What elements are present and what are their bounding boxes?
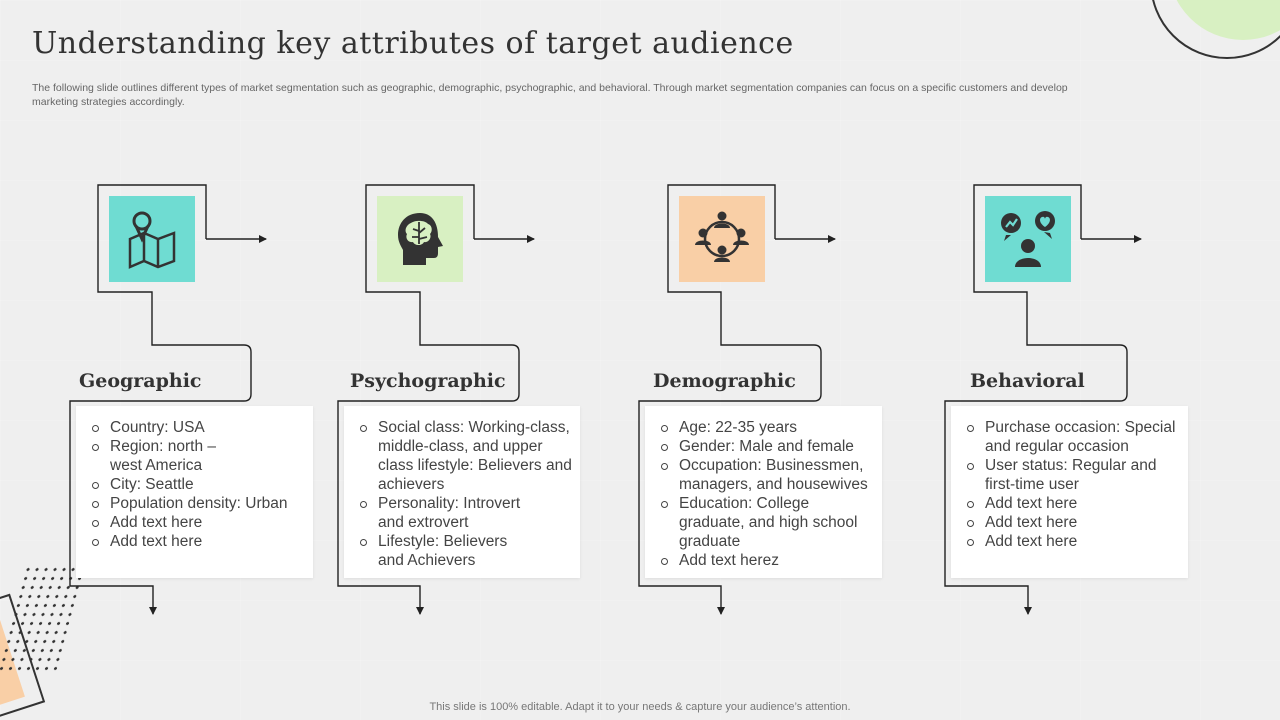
connector-path xyxy=(69,184,252,615)
connector-path xyxy=(638,184,822,615)
map-pin-icon xyxy=(128,211,176,269)
list-item: Add text here xyxy=(90,532,307,551)
head-brain-icon xyxy=(398,213,443,265)
list-item: Purchase occasion: Special and regular o… xyxy=(965,418,1182,456)
heading-geographic: Geographic xyxy=(79,370,202,392)
people-network-icon xyxy=(695,211,749,262)
list-item: User status: Regular and first-time user xyxy=(965,456,1182,494)
list-item: Add text here xyxy=(90,513,307,532)
card-behavioral: Purchase occasion: Special and regular o… xyxy=(951,406,1188,578)
connector-behavioral xyxy=(944,184,1142,615)
list-item: Education: College graduate, and high sc… xyxy=(659,494,876,551)
list-item: Add text here xyxy=(965,513,1182,532)
list-item: Occupation: Businessmen, managers, and h… xyxy=(659,456,876,494)
list-item: Country: USA xyxy=(90,418,307,437)
icon-box-behavioral xyxy=(985,196,1071,282)
list-item: Personality: Introvert and extrovert xyxy=(358,494,574,532)
icon-box-geographic xyxy=(109,196,195,282)
list-item: Add text here xyxy=(965,532,1182,551)
heading-behavioral: Behavioral xyxy=(970,370,1085,392)
list-item: City: Seattle xyxy=(90,475,307,494)
list-item: Age: 22-35 years xyxy=(659,418,876,437)
slide-footer: This slide is 100% editable. Adapt it to… xyxy=(429,701,851,713)
slide-title: Understanding key attributes of target a… xyxy=(32,26,794,61)
icon-box-demographic xyxy=(679,196,765,282)
connector-geographic xyxy=(69,184,267,615)
connector-path xyxy=(337,184,520,615)
card-geographic: Country: USA Region: north – west Americ… xyxy=(76,406,313,578)
list-item: Population density: Urban xyxy=(90,494,307,513)
list-item: Add text here xyxy=(965,494,1182,513)
slide-subtitle: The following slide outlines different t… xyxy=(32,82,1068,108)
heading-psychographic: Psychographic xyxy=(350,370,506,392)
connector-psychographic xyxy=(337,184,535,615)
user-reactions-icon xyxy=(1001,211,1055,267)
connector-demographic xyxy=(638,184,836,615)
list-item: Social class: Working-class, middle-clas… xyxy=(358,418,574,494)
list-item: Region: north – west America xyxy=(90,437,307,475)
heading-demographic: Demographic xyxy=(653,370,796,392)
card-demographic: Age: 22-35 years Gender: Male and female… xyxy=(645,406,882,578)
list-item: Lifestyle: Believers and Achievers xyxy=(358,532,574,570)
list-item: Add text herez xyxy=(659,551,876,570)
connector-path xyxy=(944,184,1128,615)
card-psychographic: Social class: Working-class, middle-clas… xyxy=(344,406,580,578)
icon-box-psychographic xyxy=(377,196,463,282)
list-item: Gender: Male and female xyxy=(659,437,876,456)
